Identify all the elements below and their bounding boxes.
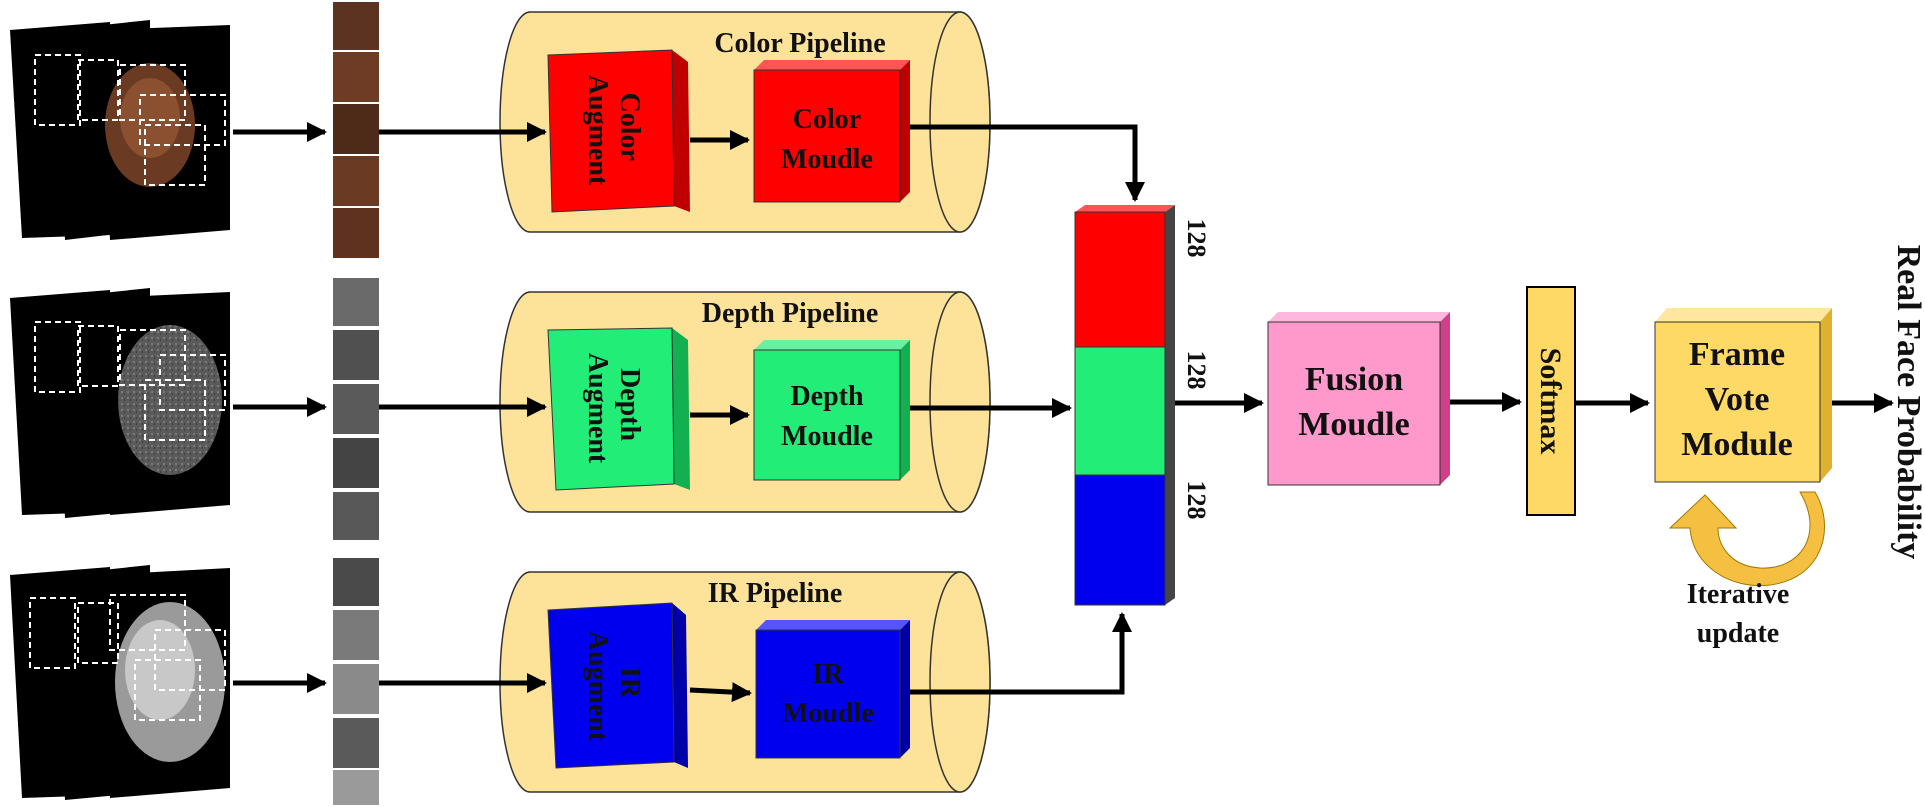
ir-feature-segment — [1074, 474, 1166, 606]
module-label: IR — [812, 659, 844, 690]
concat-feature-bar: 128 128 128 — [1074, 205, 1211, 606]
patch — [333, 664, 379, 714]
fusion-module: Fusion Moudle — [1267, 312, 1450, 486]
ir-augment-block: IR Augment — [547, 602, 688, 769]
arrow — [910, 124, 1145, 202]
ir-frame-stack — [10, 565, 230, 800]
output-label: Real Face Probability — [1890, 245, 1925, 560]
patch — [333, 770, 379, 805]
module-label: Moudle — [781, 421, 873, 452]
svg-text:IR Augment: IR Augment — [582, 631, 645, 742]
module-label: Moudle — [782, 698, 874, 729]
pipeline-title: Depth Pipeline — [702, 298, 879, 329]
patch — [333, 558, 379, 606]
depth-frame-stack — [10, 288, 230, 518]
dim-label: 128 — [1182, 219, 1211, 258]
module-label: Color — [793, 104, 861, 135]
patch — [333, 278, 379, 326]
patch — [333, 104, 379, 154]
color-augment-block: Color Augment — [547, 49, 690, 213]
patch — [333, 208, 379, 258]
patch — [333, 492, 379, 540]
patch — [333, 438, 379, 488]
patch — [333, 2, 379, 50]
iterative-update-loop: Iterative update — [1668, 491, 1826, 649]
depth-feature-segment — [1074, 346, 1166, 476]
vote-label: Vote — [1705, 381, 1770, 418]
color-module-block: Color Moudle — [753, 60, 910, 203]
module-label: Depth — [790, 381, 864, 412]
patch — [333, 330, 379, 380]
patch — [333, 610, 379, 660]
face-image — [118, 325, 222, 475]
ir-pipeline: IR Pipeline IR Augment IR Moudle — [379, 571, 991, 793]
svg-text:Depth Augment: Depth Augment — [582, 353, 645, 464]
dim-label: 128 — [1182, 481, 1211, 520]
color-patch-column — [333, 2, 379, 258]
pipeline-title: IR Pipeline — [708, 578, 843, 609]
loop-label: Iterative — [1687, 579, 1790, 610]
color-feature-segment — [1074, 211, 1166, 348]
svg-text:Color Augment: Color Augment — [582, 75, 645, 186]
depth-pipeline: Depth Pipeline Depth Augment Depth Moudl… — [379, 291, 991, 513]
loop-label: update — [1697, 618, 1779, 649]
frame-vote-module: Frame Vote Module — [1654, 308, 1832, 483]
ir-module-block: IR Moudle — [755, 620, 910, 759]
fusion-label: Moudle — [1298, 406, 1409, 443]
patch — [333, 384, 379, 434]
arrow — [910, 612, 1132, 695]
vote-label: Module — [1681, 426, 1792, 463]
patch — [333, 52, 379, 102]
color-frame-stack — [10, 20, 230, 240]
patch — [333, 156, 379, 206]
module-label: Moudle — [781, 144, 873, 175]
fusion-label: Fusion — [1305, 361, 1403, 398]
depth-augment-block: Depth Augment — [547, 327, 690, 491]
softmax-block: Softmax — [1526, 286, 1576, 516]
ir-patch-column — [333, 558, 379, 805]
depth-module-block: Depth Moudle — [753, 340, 910, 481]
vote-label: Frame — [1689, 336, 1785, 373]
softmax-label: Softmax — [1534, 348, 1567, 455]
dim-label: 128 — [1182, 351, 1211, 390]
depth-patch-column — [333, 278, 379, 540]
color-pipeline: Color Pipeline Color Augment Color Moudl… — [379, 11, 991, 233]
patch — [333, 718, 379, 768]
pipeline-title: Color Pipeline — [714, 28, 885, 59]
